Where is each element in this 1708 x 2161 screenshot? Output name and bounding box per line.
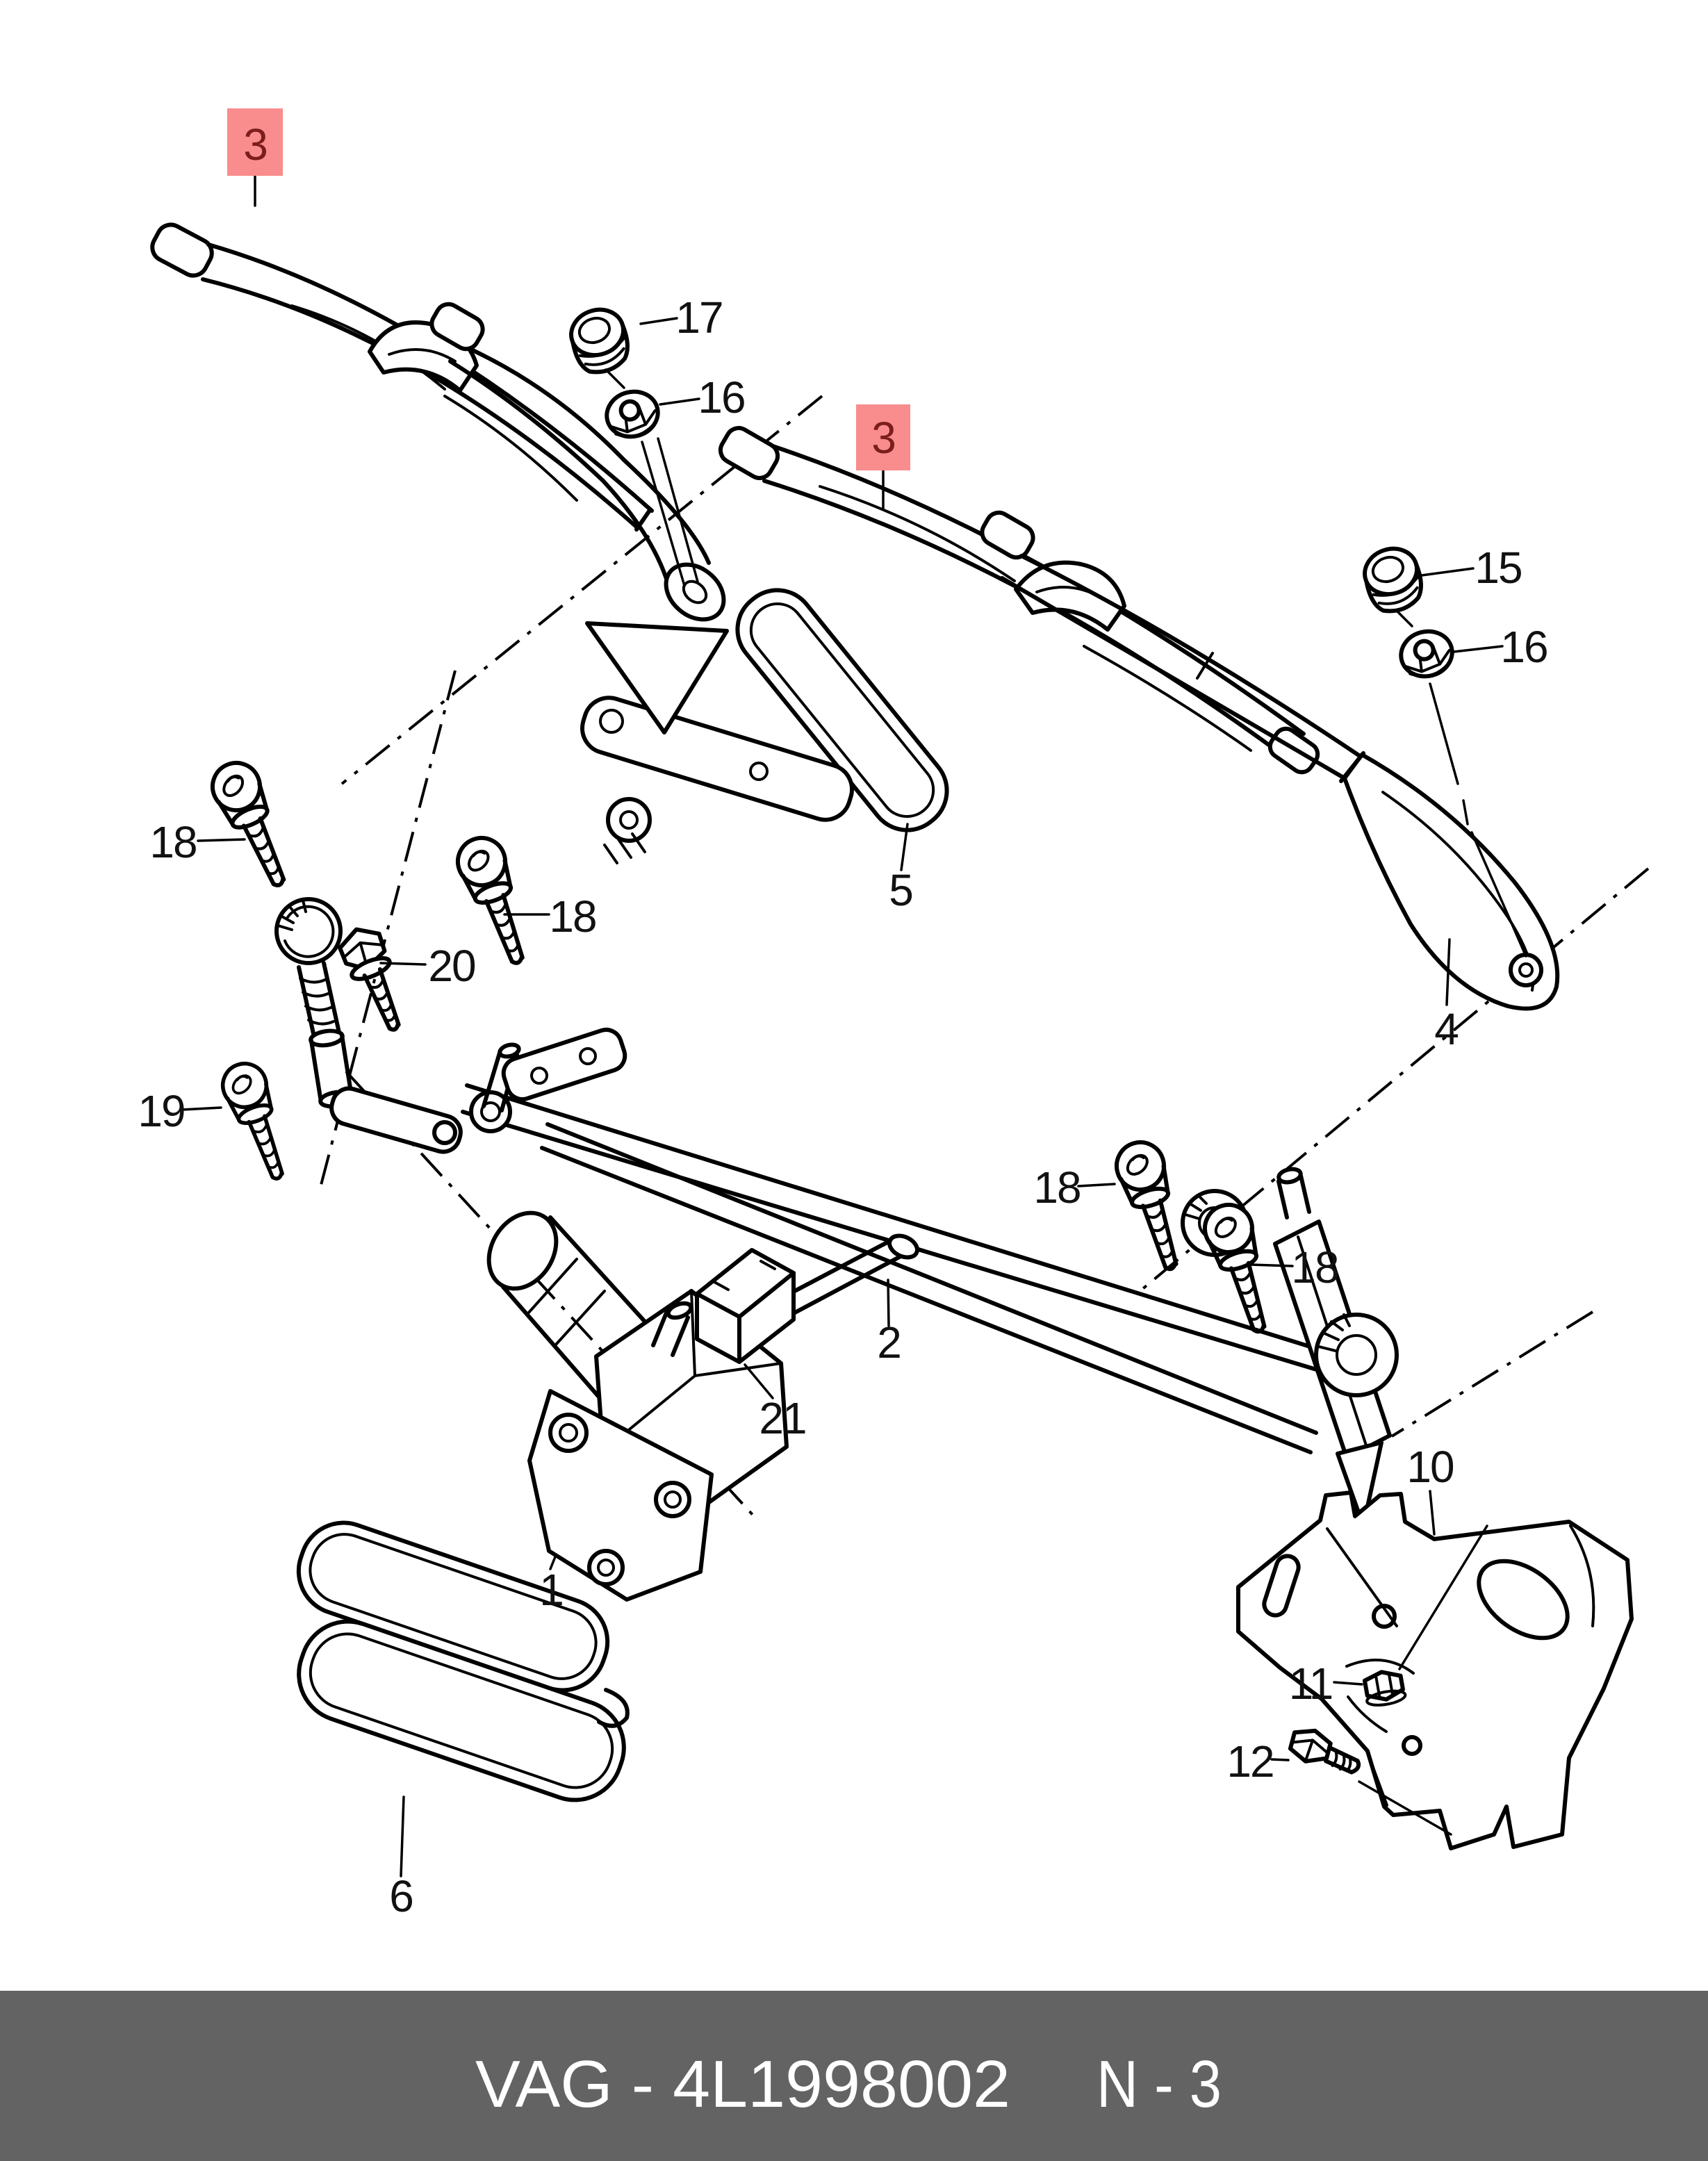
callout-label-21: 21 bbox=[759, 1393, 805, 1443]
callout-label-19: 19 bbox=[138, 1086, 184, 1136]
footer-page-ref: N - 3 bbox=[1097, 2047, 1222, 2121]
cap-17 bbox=[565, 303, 635, 378]
leader-nut16-spindle bbox=[641, 437, 699, 587]
arm-mount-plate bbox=[580, 696, 855, 822]
highlight-box[interactable] bbox=[227, 108, 283, 176]
highlight-callout-3-middle[interactable]: 3 bbox=[856, 404, 910, 470]
wiper-linkage-rods bbox=[461, 1083, 1357, 1454]
callout-label-6: 6 bbox=[389, 1871, 413, 1921]
callout-label-11: 11 bbox=[1289, 1659, 1332, 1709]
screw-19 bbox=[217, 1058, 299, 1185]
arm-spoiler-pad bbox=[735, 588, 949, 832]
callout-label-16-right: 16 bbox=[1500, 622, 1547, 672]
footer-background bbox=[0, 1991, 1708, 2161]
callout-label-3-middle[interactable]: 3 bbox=[871, 413, 896, 463]
callout-label-10: 10 bbox=[1406, 1442, 1454, 1492]
screw-18-c bbox=[1111, 1137, 1194, 1276]
leader-nut11-bracket bbox=[1398, 1525, 1488, 1670]
highlight-box[interactable] bbox=[856, 404, 910, 470]
callout-label-18-c: 18 bbox=[1033, 1162, 1080, 1213]
callout-label-1: 1 bbox=[539, 1565, 563, 1615]
callout-label-15: 15 bbox=[1475, 543, 1521, 593]
callout-label-17: 17 bbox=[675, 293, 722, 343]
connector-21 bbox=[695, 1248, 796, 1364]
callout-label-16-left: 16 bbox=[698, 372, 744, 422]
highlight-callout-3-left[interactable]: 3 bbox=[227, 108, 283, 176]
wiper-blade-left bbox=[150, 222, 654, 532]
leader-cap15-nut16 bbox=[1395, 609, 1413, 627]
callout-label-4: 4 bbox=[1434, 1004, 1458, 1054]
callout-label-2: 2 bbox=[877, 1317, 901, 1367]
callout-label-3-left[interactable]: 3 bbox=[243, 120, 268, 170]
construction-line bbox=[1390, 1310, 1594, 1438]
nut-16-left bbox=[602, 386, 662, 442]
leader-lines bbox=[181, 165, 1504, 1877]
callout-label-20: 20 bbox=[428, 941, 475, 991]
cap-15 bbox=[1358, 542, 1429, 617]
nut-11 bbox=[1362, 1670, 1407, 1707]
footer-bar: VAG - 4L1998002 N - 3 bbox=[0, 1991, 1708, 2161]
screw-18-a bbox=[205, 755, 302, 894]
mounting-bracket bbox=[1236, 1490, 1634, 1850]
leader-nut16-pivot bbox=[1429, 682, 1527, 958]
callout-label-18-a: 18 bbox=[149, 817, 196, 867]
nut-16-right bbox=[1396, 626, 1456, 682]
construction-line bbox=[340, 395, 823, 785]
callout-label-18-b: 18 bbox=[549, 891, 596, 942]
callout-labels: 17 16 15 16 5 4 18 18 20 19 18 18 2 21 1… bbox=[138, 293, 1548, 1921]
triangle-marker bbox=[585, 621, 729, 734]
bolt-12 bbox=[1288, 1728, 1361, 1775]
footer-catalog-code: VAG - 4L1998002 bbox=[475, 2047, 1010, 2121]
arm-pivot-boss bbox=[664, 562, 726, 622]
left-spindle-assembly bbox=[274, 897, 627, 1154]
callout-label-5: 5 bbox=[889, 865, 912, 915]
leader-cap17-nut16 bbox=[605, 368, 625, 389]
cowl-cover bbox=[296, 1520, 630, 1802]
callout-label-18-d: 18 bbox=[1291, 1242, 1338, 1292]
callout-label-12: 12 bbox=[1226, 1736, 1273, 1786]
wiper-arm-left bbox=[429, 302, 949, 864]
leader-bolt12-bracket bbox=[1358, 1780, 1452, 1836]
